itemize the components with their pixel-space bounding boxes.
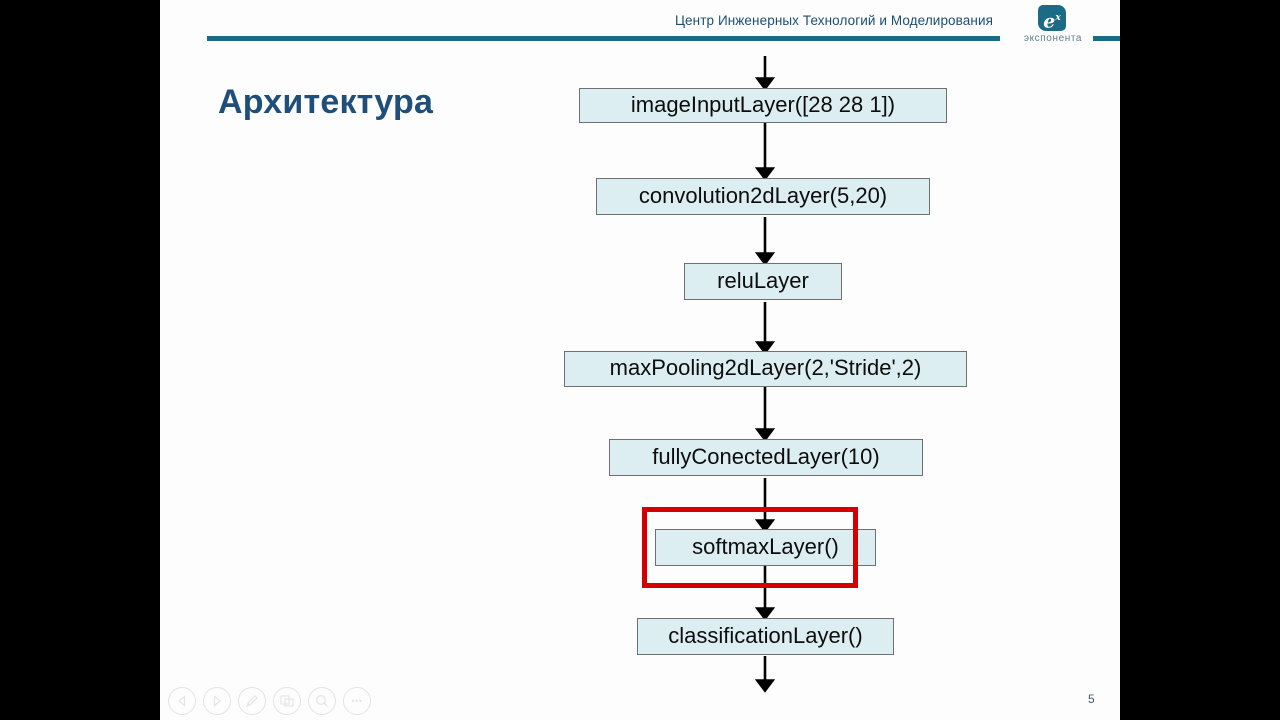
more-options-button[interactable]: ••• [343, 687, 371, 715]
flow-node-maxpooling2d-layer[interactable]: maxPooling2dLayer(2,'Stride',2) [564, 351, 967, 387]
flow-node-label: classificationLayer() [668, 622, 863, 648]
magnifier-icon [314, 693, 330, 709]
slide-overview-button[interactable] [273, 687, 301, 715]
presentation-controls: ••• [168, 686, 398, 716]
header-rule-left [207, 36, 1000, 41]
flow-node-label: convolution2dLayer(5,20) [638, 182, 888, 208]
logo-e-mark: ex [1038, 5, 1066, 33]
flow-node-image-input-layer[interactable]: imageInputLayer([28 28 1]) [579, 88, 947, 123]
flow-node-label: softmaxLayer() [692, 533, 839, 559]
grid-slides-icon [279, 693, 295, 709]
flow-node-label: reluLayer [717, 267, 809, 293]
pen-icon [244, 693, 260, 709]
next-slide-button[interactable] [203, 687, 231, 715]
softmax-layer-highlight [642, 507, 858, 588]
pen-tool-button[interactable] [238, 687, 266, 715]
previous-slide-button[interactable] [168, 687, 196, 715]
flow-node-convolution2d-layer[interactable]: convolution2dLayer(5,20) [596, 178, 930, 215]
slide-canvas: Центр Инженерных Технологий и Моделирова… [160, 0, 1120, 720]
logo-superscript: x [1055, 13, 1061, 23]
exponenta-logo: ex экспонента [1013, 5, 1113, 47]
flow-node-classification-layer[interactable]: classificationLayer() [637, 618, 894, 655]
triangle-right-icon [210, 694, 224, 708]
header-organization-title: Центр Инженерных Технологий и Моделирова… [674, 13, 993, 28]
triangle-left-icon [175, 694, 189, 708]
page-title: Архитектура [218, 83, 434, 121]
slide-number: 5 [1088, 692, 1095, 706]
flow-node-label: maxPooling2dLayer(2,'Stride',2) [609, 355, 922, 380]
flow-node-label: imageInputLayer([28 28 1]) [630, 91, 896, 117]
architecture-flowchart: imageInputLayer([28 28 1]) convolution2d… [160, 0, 1120, 720]
logo-wordmark: экспонента [1023, 33, 1083, 44]
logo-letter: e [1043, 10, 1056, 33]
header-rule-right [1093, 36, 1120, 41]
ellipsis-icon: ••• [351, 696, 363, 706]
zoom-button[interactable] [308, 687, 336, 715]
flow-node-relu-layer[interactable]: reluLayer [684, 263, 842, 300]
flow-node-fully-connected-layer[interactable]: fullyConectedLayer(10) [609, 439, 923, 476]
flow-node-label: fullyConectedLayer(10) [652, 443, 880, 469]
